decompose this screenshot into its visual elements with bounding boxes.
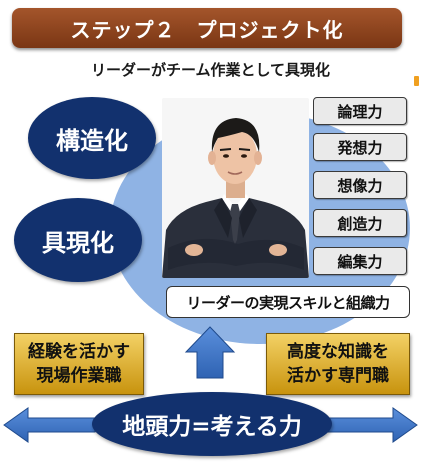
subtitle: リーダーがチーム作業として具現化 <box>90 61 331 79</box>
specialist-box: 高度な知識を 活かす専門職 <box>266 333 410 395</box>
specialist-line1: 高度な知識を <box>287 342 389 362</box>
skill-ideation: 発想力 <box>313 133 407 161</box>
ground-power-oval: 地頭力=考える力 <box>92 392 332 456</box>
skill-imagination: 想像力 <box>313 171 407 199</box>
up-arrow <box>184 326 236 379</box>
businessman-photo <box>162 98 309 278</box>
field-worker-line1: 経験を活かす <box>28 342 130 362</box>
left-arrow <box>3 407 96 443</box>
orange-mark <box>414 76 419 86</box>
materialize-oval: 具現化 <box>14 198 142 282</box>
field-worker-box: 経験を活かす 現場作業職 <box>14 333 144 395</box>
skill-logic: 論理力 <box>313 97 407 125</box>
specialist-line2: 活かす専門職 <box>287 366 389 386</box>
skill-creativity: 創造力 <box>313 209 407 237</box>
right-arrow <box>327 407 418 443</box>
structure-oval: 構造化 <box>28 97 156 179</box>
field-worker-line2: 現場作業職 <box>36 366 122 386</box>
title-banner: ステップ２ プロジェクト化 <box>12 8 402 48</box>
leader-skill-box: リーダーの実現スキルと組織力 <box>166 286 410 318</box>
skill-editing: 編集力 <box>313 247 407 275</box>
